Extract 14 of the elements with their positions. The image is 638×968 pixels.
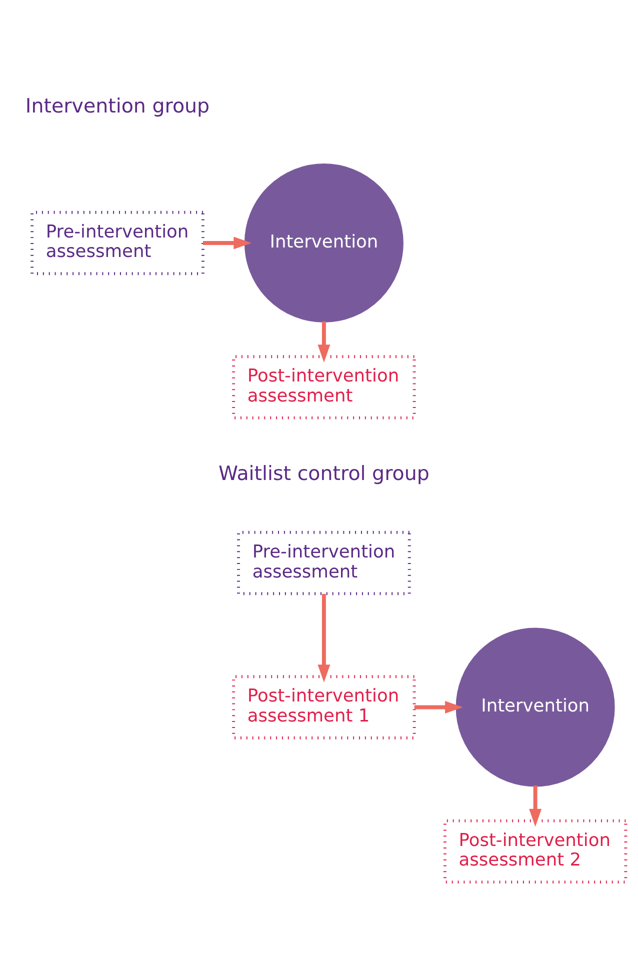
label: Waitlist control group: [218, 462, 430, 486]
arrow: [529, 786, 542, 827]
node-circle: Intervention: [244, 163, 404, 322]
node-box: Post-intervention assessment: [232, 355, 416, 420]
node-circle: Intervention: [456, 628, 615, 787]
arrow: [318, 321, 330, 362]
arrow: [202, 236, 252, 250]
node-box: Post-intervention assessment 1: [232, 675, 416, 740]
arrow: [414, 700, 463, 714]
node-box: Pre-intervention assessment: [237, 530, 411, 596]
node-box: Pre-intervention assessment: [30, 210, 204, 276]
arrow: [318, 594, 330, 682]
node-box: Post-intervention assessment 2: [443, 819, 628, 884]
label: Intervention group: [25, 94, 210, 118]
